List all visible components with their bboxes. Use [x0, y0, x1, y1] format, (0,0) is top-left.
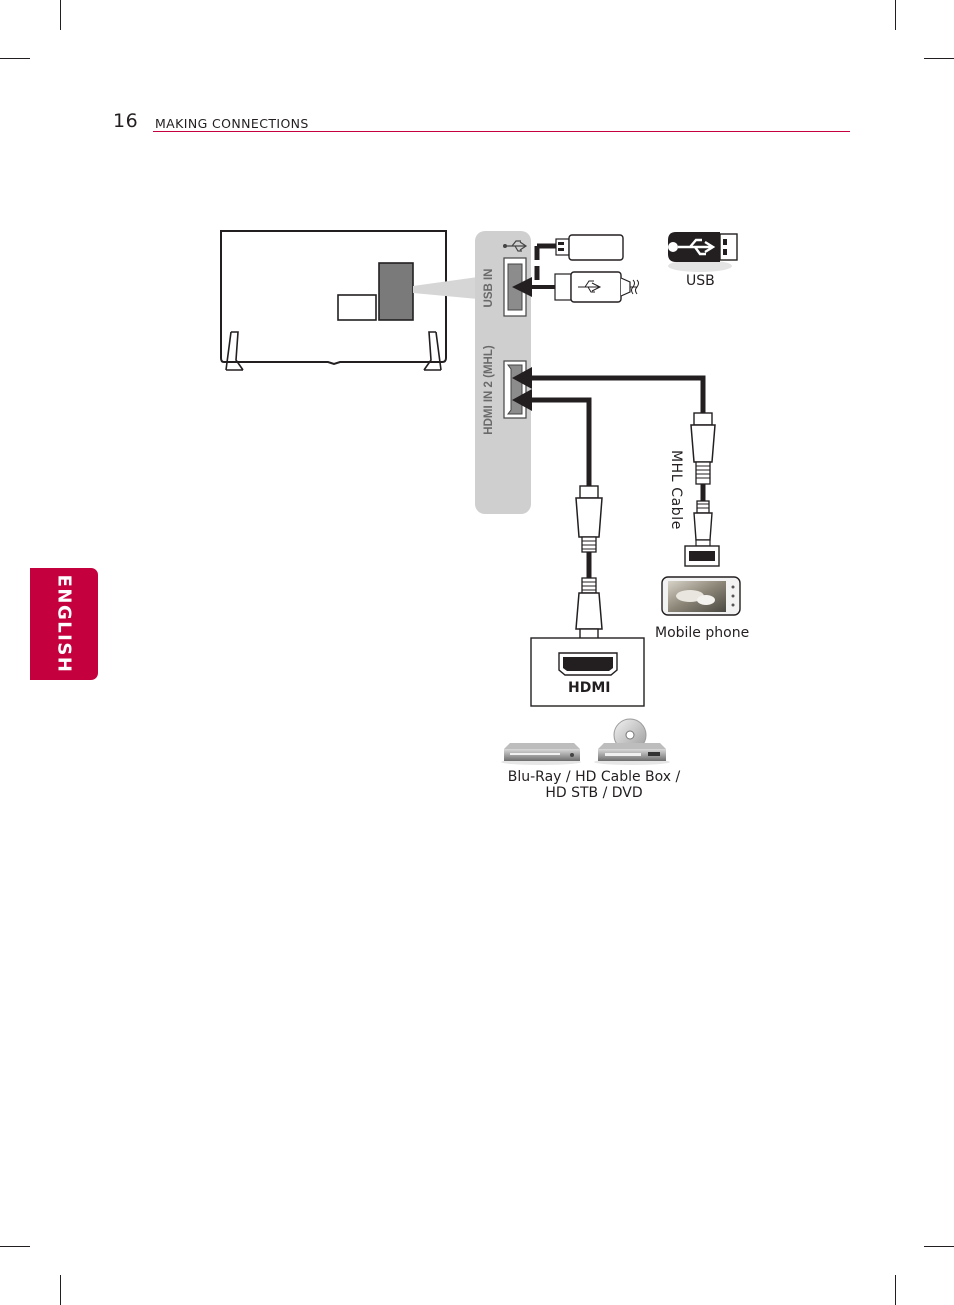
crop-mark [924, 58, 954, 59]
usb-flash-drive-icon [555, 234, 624, 261]
hdmi-output-box [530, 637, 645, 707]
hdmi-cable-icon [575, 485, 603, 642]
crop-mark [895, 1275, 896, 1305]
usb-port-label: USB IN [483, 268, 495, 308]
hdmi-box-label: HDMI [568, 680, 611, 696]
usb-symbol-icon [503, 240, 528, 252]
language-tab [30, 568, 98, 680]
usb-cable-icon [554, 271, 639, 303]
crop-mark [0, 58, 30, 59]
source-devices-label: Blu-Ray / HD Cable Box / HD STB / DVD [507, 769, 681, 801]
usb-device-label: USB [686, 273, 715, 289]
usb-device-icon [668, 232, 738, 272]
tv-back-icon [220, 230, 478, 371]
hdmi-connection-arrows [512, 367, 706, 486]
crop-mark [895, 0, 896, 30]
mobile-phone-label: Mobile phone [655, 625, 750, 641]
crop-mark [0, 1246, 30, 1247]
hdmi-connector-icon [558, 652, 618, 676]
page-number: 16 [113, 110, 139, 132]
section-title: MAKING CONNECTIONS [155, 116, 309, 131]
mobile-phone-icon [661, 576, 741, 616]
mhl-cable-icon [690, 412, 716, 501]
crop-mark [60, 0, 61, 30]
crop-mark [60, 1275, 61, 1305]
hdmi-port [503, 360, 527, 419]
micro-usb-connector-icon [684, 500, 720, 567]
header-rule [153, 131, 850, 132]
dvd-player-icon [594, 718, 670, 765]
mhl-cable-label: MHL Cable [668, 449, 684, 531]
hdmi-port-label: HDMI IN 2 (MHL) [483, 345, 495, 435]
blu-ray-player-icon [501, 743, 581, 765]
usb-connection-arrow [512, 243, 556, 297]
crop-mark [924, 1246, 954, 1247]
